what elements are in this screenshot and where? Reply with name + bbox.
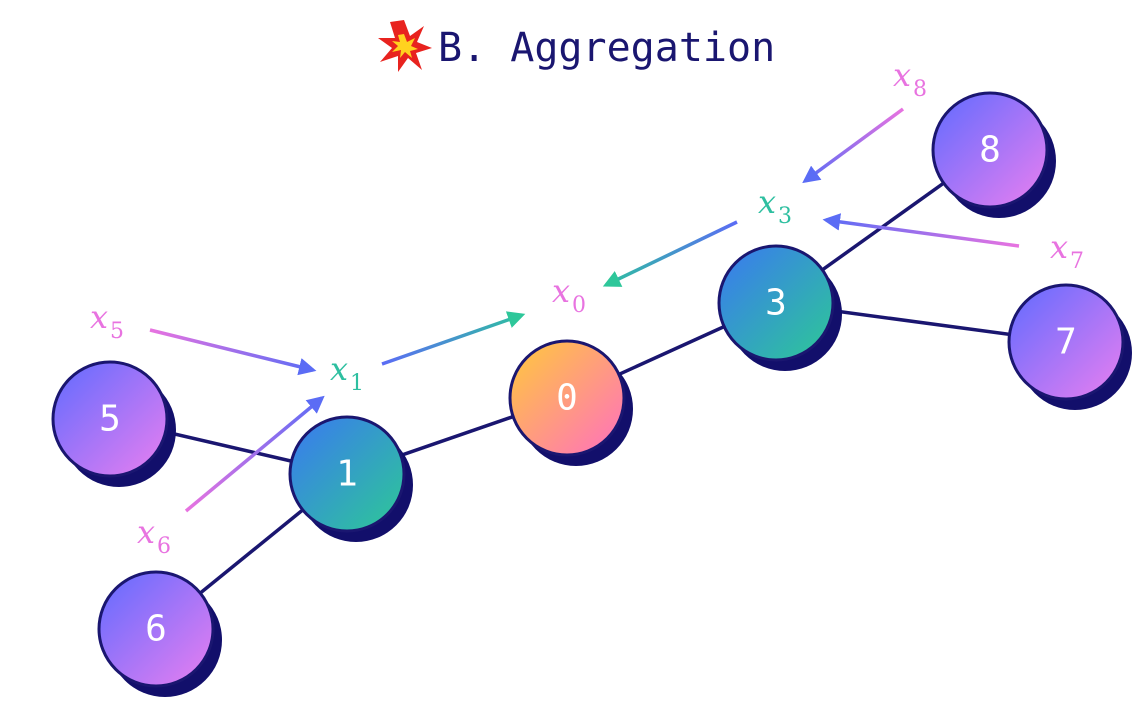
- title-group: B. Aggregation: [378, 20, 775, 72]
- collision-icon: [378, 20, 432, 72]
- node-circle: [97, 570, 215, 688]
- node-label: 6: [145, 609, 167, 650]
- node-label: 5: [99, 399, 121, 440]
- node-circle: [51, 360, 169, 478]
- arrow-x5-to-x1: [149, 328, 317, 376]
- variable-x1: x1: [330, 350, 364, 396]
- variable-x3: x3: [758, 183, 792, 229]
- node-7: 7: [1007, 283, 1132, 410]
- node-circle: [508, 339, 626, 457]
- node-6: 6: [97, 570, 222, 697]
- node-0: 0: [508, 339, 633, 466]
- nodes-layer: 0 1 3 5 6 7 8: [51, 91, 1132, 697]
- node-label: 7: [1055, 322, 1077, 363]
- node-8: 8: [931, 91, 1056, 218]
- arrow-x8-to-x3: [802, 107, 905, 184]
- node-circle: [288, 415, 406, 533]
- variable-x5: x5: [90, 298, 124, 344]
- variable-x0: x0: [552, 272, 586, 318]
- arrow-x3-to-x0: [602, 220, 738, 287]
- variable-x7: x7: [1050, 228, 1084, 274]
- node-circle: [717, 244, 835, 362]
- variable-x6: x6: [137, 513, 171, 559]
- arrow-x1-to-x0: [381, 311, 526, 366]
- node-circle: [1007, 283, 1125, 401]
- node-label: 1: [336, 454, 358, 495]
- node-1: 1: [288, 415, 413, 542]
- node-5: 5: [51, 360, 176, 487]
- arrows-layer: [149, 107, 1020, 513]
- variable-x8: x8: [893, 56, 927, 102]
- variables-layer: x0 x1 x3 x5 x6 x7 x8: [90, 56, 1084, 559]
- node-3: 3: [717, 244, 842, 371]
- node-circle: [931, 91, 1049, 209]
- arrow-x6-to-x1: [184, 395, 325, 513]
- node-label: 0: [556, 378, 578, 419]
- page-title: B. Aggregation: [438, 25, 775, 71]
- arrow-x7-to-x3: [822, 213, 1020, 248]
- node-label: 3: [765, 283, 787, 324]
- node-label: 8: [979, 130, 1001, 171]
